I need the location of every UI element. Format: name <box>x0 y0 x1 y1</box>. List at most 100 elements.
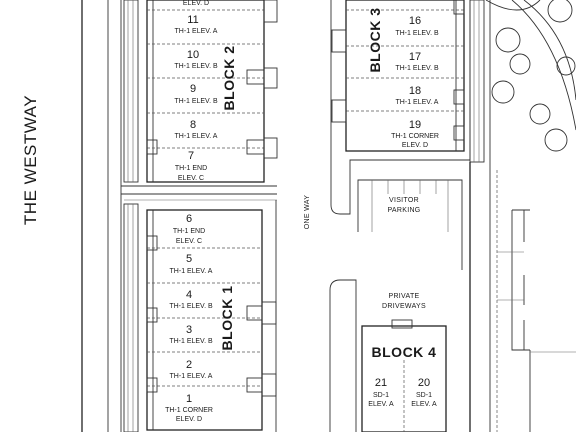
block-1: 6 TH-1 END ELEV. C 5 TH-1 ELEV. A 4 TH-1… <box>123 200 277 432</box>
landscape <box>485 0 576 432</box>
path-curve <box>511 0 576 131</box>
block-2-building <box>146 0 265 183</box>
unit-type: TH-1 ELEV. A <box>170 373 213 380</box>
street: THE WESTWAY <box>21 0 122 432</box>
block-1-building <box>146 209 263 431</box>
unit-type: TH-1 ELEV. A <box>175 28 218 35</box>
unit-elev: ELEV. A <box>411 401 437 408</box>
unit-type: SD-1 <box>416 392 432 399</box>
tree-icon <box>495 27 521 53</box>
parking-outline <box>357 179 463 270</box>
block-4: BLOCK 4 21 SD-1 ELEV. A 20 SD-1 ELEV. A <box>361 319 447 432</box>
step-out <box>246 139 265 155</box>
block-label: BLOCK 3 <box>367 8 383 73</box>
access-strip <box>469 0 485 163</box>
garage-projection <box>261 373 277 397</box>
tree-icon <box>529 103 551 125</box>
lane-curb <box>329 279 357 432</box>
unit-number: 17 <box>409 51 421 63</box>
access-strip <box>123 0 139 183</box>
adjacent-building <box>511 209 531 432</box>
unit-type: TH-1 END <box>175 165 207 172</box>
block-label: BLOCK 2 <box>221 46 237 111</box>
garage-projection <box>263 137 278 159</box>
unit-type: TH-1 CORNER <box>391 133 439 140</box>
visitor-parking-label: PARKING <box>387 207 420 214</box>
path-curve <box>485 0 541 11</box>
step-out <box>453 89 465 105</box>
unit-elev: ELEV. C <box>176 238 202 245</box>
tree-icon <box>509 53 531 75</box>
unit-number: 19 <box>409 119 421 131</box>
unit-type: TH-1 ELEV. B <box>174 98 218 105</box>
step-out <box>146 377 158 393</box>
one-way-label: ONE WAY <box>304 195 311 229</box>
block-label: BLOCK 4 <box>372 344 437 360</box>
path-curve <box>523 0 576 101</box>
unit-type: TH-1 ELEV. A <box>170 268 213 275</box>
block-2: ELEV. D 11 TH-1 ELEV. A 10 TH-1 ELEV. B … <box>123 0 278 183</box>
step-out <box>453 0 465 15</box>
step-out <box>453 125 465 141</box>
visitor-parking-label: VISITOR <box>389 197 419 204</box>
step-out <box>146 307 158 323</box>
garage-projection <box>263 67 278 89</box>
unit-elev: ELEV. A <box>368 401 394 408</box>
unit-type: TH-1 END <box>173 228 205 235</box>
unit-number: 16 <box>409 15 421 27</box>
block-label: BLOCK 1 <box>219 286 235 351</box>
step-out <box>246 377 263 393</box>
unit-type: TH-1 ELEV. B <box>169 303 213 310</box>
garage-projection <box>331 29 347 53</box>
unit-elev: ELEV. D <box>402 142 428 149</box>
unit-number: 3 <box>186 324 192 336</box>
unit-type: TH-1 CORNER <box>165 407 213 414</box>
unit-type: TH-1 ELEV. B <box>169 338 213 345</box>
parking-area: VISITOR PARKING PRIVATE DRIVEWAYS <box>329 162 471 432</box>
unit-type: TH-1 ELEV. B <box>395 65 439 72</box>
step-out <box>246 69 265 85</box>
unit-type: TH-1 ELEV. B <box>395 30 439 37</box>
unit-elev: ELEV. C <box>178 175 204 182</box>
unit-number: 10 <box>187 49 199 61</box>
step-out <box>146 139 158 155</box>
unit-number: 9 <box>190 83 196 95</box>
tree-icon <box>556 56 576 76</box>
tree-icon <box>544 128 568 152</box>
street-name-label: THE WESTWAY <box>21 95 40 225</box>
unit-type: SD-1 <box>373 392 389 399</box>
unit-number: 21 <box>375 377 387 389</box>
step-out <box>146 235 158 251</box>
walkway <box>121 185 277 201</box>
block-4-building <box>361 325 447 432</box>
unit-elev: ELEV. D <box>176 416 202 423</box>
unit-number: 1 <box>186 393 192 405</box>
lane-curb <box>330 0 471 215</box>
private-driveways-label: DRIVEWAYS <box>382 303 426 310</box>
tree-icon <box>547 0 573 23</box>
unit-number: 8 <box>190 119 196 131</box>
garage-projection <box>331 99 347 123</box>
unit-type: TH-1 ELEV. A <box>175 133 218 140</box>
unit-label: ELEV. D <box>183 0 209 7</box>
private-driveways-label: PRIVATE <box>388 293 419 300</box>
unit-number: 5 <box>186 253 192 265</box>
unit-number: 4 <box>186 289 192 301</box>
block-3: BLOCK 3 16 TH-1 ELEV. B 17 TH-1 ELEV. B … <box>330 0 485 215</box>
unit-number: 2 <box>186 359 192 371</box>
tree-icon <box>491 80 515 104</box>
access-strip <box>123 203 139 432</box>
block-3-building <box>345 0 465 152</box>
unit-number: 20 <box>418 377 430 389</box>
unit-type: TH-1 ELEV. A <box>396 99 439 106</box>
unit-number: 11 <box>187 14 198 26</box>
unit-number: 6 <box>186 213 192 225</box>
unit-number: 7 <box>188 150 194 162</box>
unit-type: TH-1 ELEV. B <box>174 63 218 70</box>
garage-projection <box>263 0 278 23</box>
garage-projection <box>261 301 277 325</box>
unit-number: 18 <box>409 85 421 97</box>
entry-step <box>391 319 413 329</box>
